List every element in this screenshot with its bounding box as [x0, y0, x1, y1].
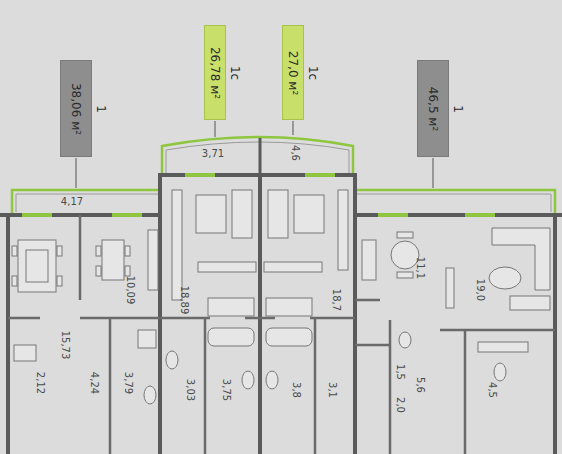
wall	[259, 138, 262, 175]
apartment-tag: 1с27,0 м²	[282, 25, 304, 120]
room-area: 3,79	[123, 372, 133, 394]
room-area: 3,1	[327, 382, 337, 398]
windows	[22, 175, 495, 215]
room-area: 4,24	[89, 372, 99, 394]
room-area: 15,73	[60, 331, 70, 360]
room-area: 18,7	[331, 289, 341, 311]
leader-line	[292, 121, 293, 135]
room-area: 3,75	[221, 379, 231, 401]
room-area: 18,89	[179, 286, 189, 315]
tag-type: 1	[451, 105, 465, 113]
room-area: 3,8	[291, 382, 301, 398]
room-area: 2,12	[35, 372, 45, 394]
leader-line	[75, 158, 76, 188]
room-area: 11,1	[415, 257, 425, 279]
partitions	[8, 215, 555, 454]
leader-line	[214, 121, 215, 137]
apartment-tag: 138,06 м²	[60, 60, 92, 157]
walls	[0, 175, 562, 454]
room-area: 1,5	[395, 364, 405, 380]
room-area: 19,0	[475, 279, 485, 301]
tag-type: 1	[94, 105, 108, 113]
leader-line	[432, 158, 433, 188]
room-area: 10,09	[125, 276, 135, 305]
room-area: 3,71	[202, 149, 224, 159]
room-area: 2,0	[395, 397, 405, 413]
apartment-tag: 1с26,78 м²	[204, 25, 226, 120]
tag-type: 1с	[306, 65, 320, 79]
furniture	[12, 190, 550, 404]
room-area: 3,03	[185, 379, 195, 401]
tag-area: 46,5 м²	[426, 86, 440, 130]
room-area: 4,17	[61, 197, 83, 207]
room-area: 4,6	[290, 145, 300, 161]
apartment-tag: 146,5 м²	[417, 60, 449, 157]
tag-area: 38,06 м²	[69, 82, 83, 134]
tag-area: 27,0 м²	[286, 50, 300, 94]
tag-area: 26,78 м²	[208, 46, 222, 98]
tag-type: 1с	[228, 65, 242, 79]
room-area: 4,5	[487, 382, 497, 398]
room-area: 5,6	[415, 377, 425, 393]
